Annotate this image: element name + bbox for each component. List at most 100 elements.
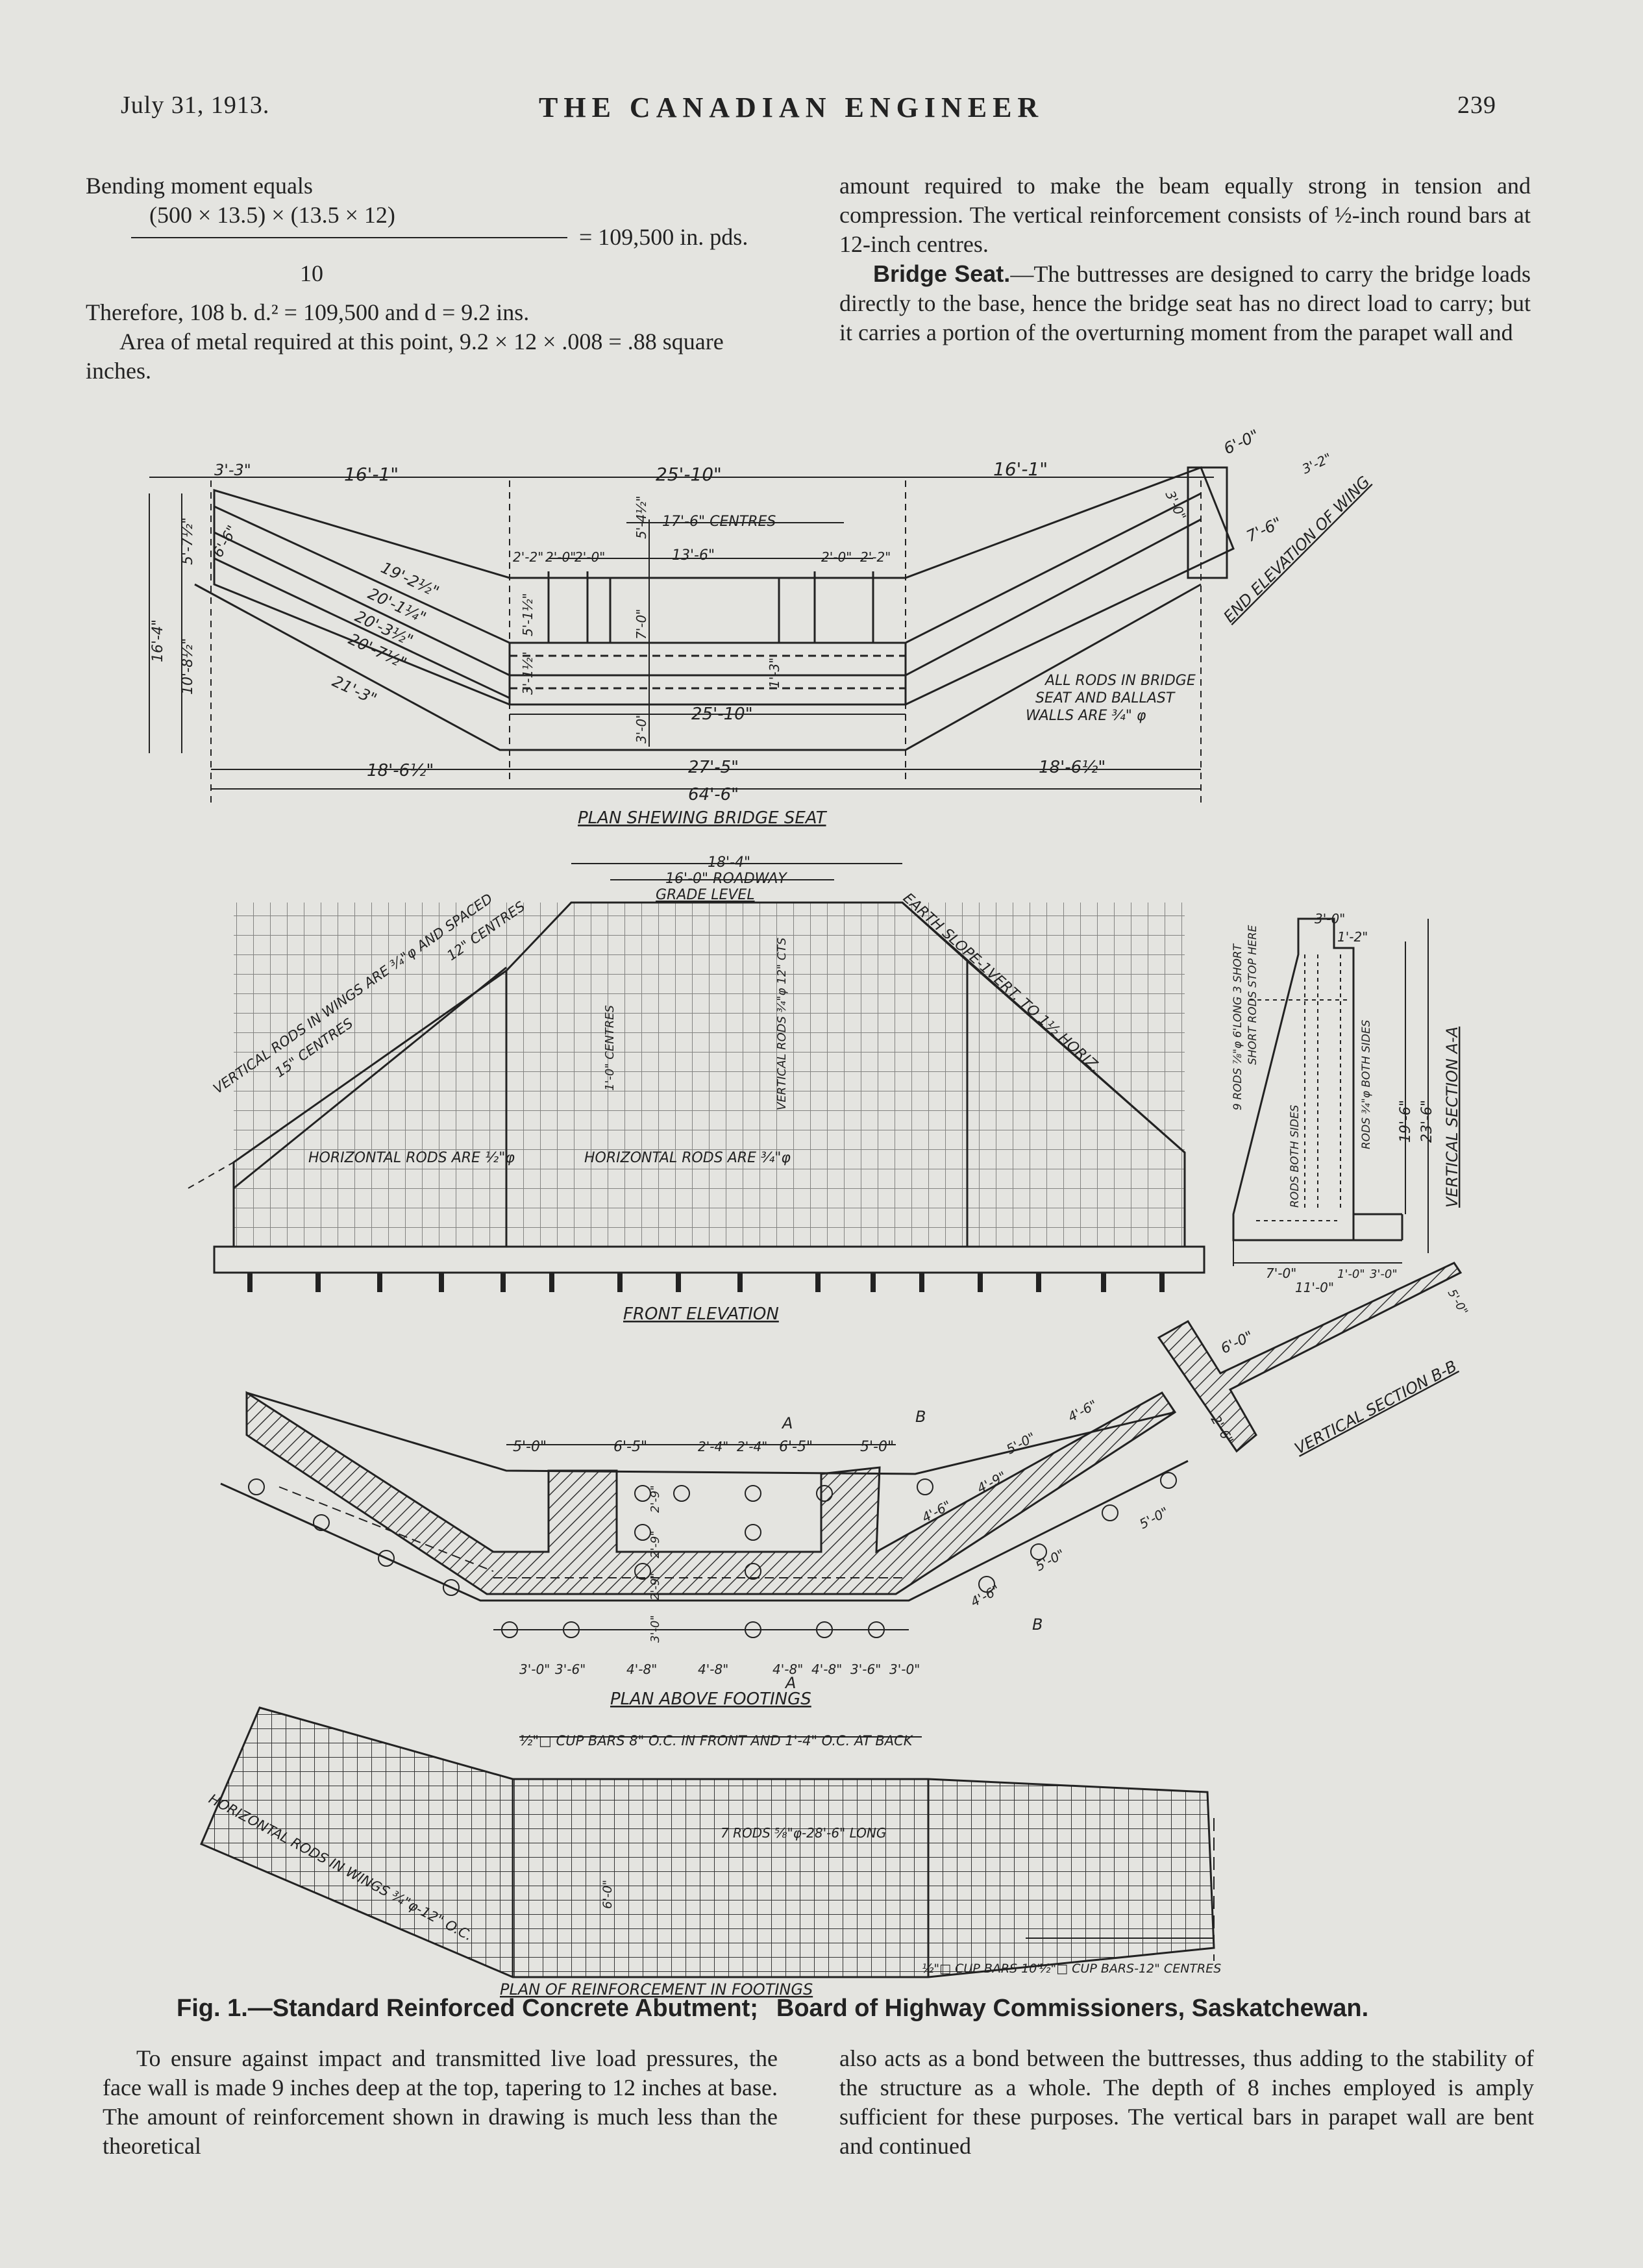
paragraph-bond: also acts as a bond between the buttress… [839, 2045, 1534, 2159]
dim-2-2-left: 2'-2" [513, 549, 543, 565]
bending-moment-fraction: (500 × 13.5) × (13.5 × 12) = 109,500 in.… [86, 201, 767, 298]
dim-10-8: 10'-8½" [180, 638, 196, 695]
paragraph-bridge-seat: Bridge Seat.—The buttresses are designed… [839, 259, 1531, 347]
right-column-top: amount required to make the beam equally… [839, 171, 1531, 347]
dim-2-2-right: 2'-2" [860, 549, 891, 565]
aa-dim-11-0: 11'-0" [1295, 1280, 1334, 1295]
bridge-seat-note-l1: ALL RODS IN BRIDGE [1044, 673, 1196, 689]
bb-dim-6-0: 6'-0" [1218, 1328, 1256, 1358]
paf-bottom-3-0-b: 3'-0" [889, 1662, 920, 1677]
paragraph-face-wall: To ensure against impact and transmitted… [103, 2045, 778, 2159]
cup-bars-10-label: ½"□ CUP BARS 10" [922, 1962, 1043, 1976]
paf-top-6-5-right: 6'-5" [779, 1439, 813, 1455]
figure-caption: Fig. 1.—Standard Reinforced Concrete Abu… [177, 1995, 1368, 2023]
paf-top-2-4-a: 2'-4" [698, 1439, 728, 1454]
left-column-top: Bending moment equals (500 × 13.5) × (13… [86, 171, 767, 386]
bottom-right-column: also acts as a bond between the buttress… [839, 2044, 1534, 2161]
dim-16-1-left: 16'-1" [344, 464, 399, 485]
dim-1-3-mid: 1'-3" [767, 658, 782, 688]
aa-rods-2: SHORT RODS STOP HERE [1246, 925, 1259, 1065]
dim-2-0-b: 2'-0" [574, 549, 605, 565]
cup-bars-12-label: ½"□ CUP BARS-12" CENTRES [1039, 1962, 1221, 1976]
plan-bridge-seat [149, 466, 1235, 805]
section-marker-b-bottom: B [1032, 1615, 1043, 1634]
horizontal-rods-left: HORIZONTAL RODS ARE ½"φ [308, 1150, 515, 1166]
bridge-seat-heading: Bridge Seat. [873, 260, 1011, 287]
dim-13-6: 13'-6" [672, 547, 715, 564]
paf-top-6-5-left: 6'-5" [613, 1439, 647, 1455]
aa-rods-1: 9 RODS ⅞"φ 6'LONG 3 SHORT [1231, 943, 1244, 1110]
dim-18-4: 18'-4" [708, 854, 750, 871]
aa-dim-1-2: 1'-2" [1337, 929, 1368, 945]
paragraph-reinforcement: amount required to make the beam equally… [839, 173, 1531, 257]
paf-top-5-0-right: 5'-0" [860, 1439, 894, 1455]
plan-reinforcement-footings [200, 1706, 1215, 1978]
aa-dim-1-0: 1'-0" [1337, 1267, 1365, 1281]
dim-2-0-a: 2'-0" [545, 549, 576, 565]
paf-top-5-0-left: 5'-0" [513, 1439, 547, 1455]
bottom-left-column: To ensure against impact and transmitted… [103, 2044, 778, 2161]
paf-wing-5-0-b: 5'-0" [1033, 1546, 1067, 1574]
paf-vert-2-9-a: 2'-9" [649, 1485, 662, 1513]
grade-level-label: GRADE LEVEL [656, 887, 755, 903]
paf-wing-4-6-c: 4'-6" [968, 1582, 1002, 1610]
caption-board: Board of Highway Commissioners, Saskatch… [776, 1995, 1369, 2022]
bridge-seat-text: —The buttresses are designed to carry th… [839, 261, 1531, 345]
end-dim-3-2: 3'-2" [1300, 450, 1334, 477]
aa-rods-4: RODS BOTH SIDES [1289, 1104, 1302, 1208]
paf-bottom-3-6-b: 3'-6" [850, 1662, 881, 1677]
section-bb-title: VERTICAL SECTION B-B [1292, 1357, 1460, 1458]
section-marker-a-top: A [781, 1414, 793, 1432]
plan-above-footings [220, 1391, 1189, 1638]
dim-3-1-mid: 3'-1½" [520, 651, 536, 695]
dim-18-6-right: 18'-6½" [1039, 758, 1106, 777]
dim-16-1-right: 16'-1" [993, 458, 1048, 480]
depth-equation: Therefore, 108 b. d.² = 109,500 and d = … [86, 299, 530, 325]
paf-vert-2-9-b: 2'-9" [649, 1530, 662, 1558]
dim-3-0-mid: 3'-0" [634, 713, 649, 743]
dim-25-10-top: 25'-10" [656, 464, 722, 485]
fraction-denominator: 10 [300, 260, 323, 286]
paf-top-2-4-b: 2'-4" [737, 1439, 767, 1454]
dim-18-6-left: 18'-6½" [367, 761, 434, 780]
cup-bars-label: ½"□ CUP BARS 8" O.C. IN FRONT AND 1'-4" … [519, 1733, 914, 1749]
roadway-label: 16'-0" ROADWAY [665, 871, 787, 887]
dim-27-5: 27'-5" [688, 758, 739, 777]
dim-6-0-end: 6'-0" [1221, 426, 1262, 458]
dim-64-6: 64'-6" [688, 785, 739, 804]
aa-dim-3-0-bottom: 3'-0" [1370, 1267, 1398, 1281]
dim-16-4: 16'-4" [150, 619, 166, 662]
page-date: July 31, 1913. [121, 92, 270, 119]
paf-bottom-4-8-b: 4'-8" [698, 1662, 728, 1677]
paf-bottom-3-0-a: 3'-0" [519, 1662, 550, 1677]
page-number: 239 [1457, 92, 1496, 119]
paf-wing-5-0-c: 5'-0" [1137, 1504, 1171, 1532]
section-marker-a-bottom: A [784, 1674, 796, 1692]
fraction-numerator: (500 × 13.5) × (13.5 × 12) [149, 202, 395, 228]
section-bb [1157, 1262, 1463, 1453]
paf-wing-5-0-a: 5'-0" [1004, 1429, 1038, 1457]
front-elevation-title: FRONT ELEVATION [623, 1304, 779, 1324]
paf-wing-4-6-a: 4'-6" [1065, 1397, 1100, 1425]
section-marker-b-top: B [915, 1408, 926, 1426]
paf-bottom-4-8-c: 4'-8" [772, 1662, 803, 1677]
aa-dim-3-0: 3'-0" [1315, 911, 1345, 927]
dim-25-10-bottom: 25'-10" [691, 704, 753, 724]
dim-5-1-mid: 5'-1½" [520, 593, 536, 636]
end-dim-3-0: 3'-0" [1162, 488, 1189, 523]
dim-3-3: 3'-3" [214, 461, 251, 479]
bb-dim-5-0: 5'-0" [1445, 1287, 1471, 1317]
centres-mid-label: 1'-0" CENTRES [603, 1005, 617, 1091]
bridge-seat-note-l3: WALLS ARE ¾" φ [1026, 708, 1146, 724]
aa-rods-3: RODS ¾"φ BOTH SIDES [1360, 1019, 1373, 1149]
paf-bottom-4-8-d: 4'-8" [811, 1662, 842, 1677]
section-aa-title: VERTICAL SECTION A-A [1443, 1027, 1461, 1208]
paf-vert-2-9-c: 2'-9" [649, 1573, 662, 1601]
fraction-result: = 109,500 in. pds. [579, 224, 748, 250]
equation-intro: Bending moment equals [86, 173, 313, 199]
plan-bridge-seat-title: PLAN SHEWING BRIDGE SEAT [578, 808, 828, 828]
paf-bottom-3-6-a: 3'-6" [555, 1662, 586, 1677]
dim-7-0-mid: 7'-0" [634, 609, 649, 640]
bridge-seat-note-l2: SEAT AND BALLAST [1035, 690, 1176, 706]
